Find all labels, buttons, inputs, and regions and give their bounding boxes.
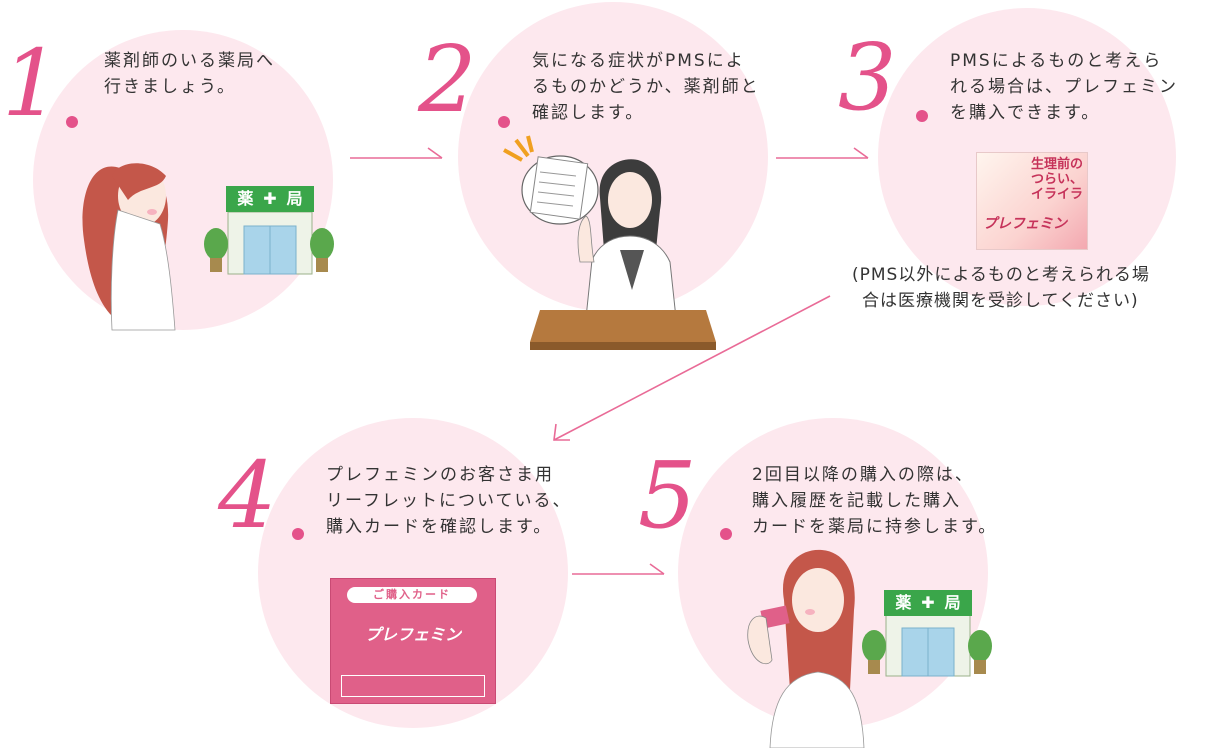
product-box-label: 生理前のつらい、イライラ [1030, 157, 1083, 202]
purchase-card-footer [341, 675, 485, 697]
step-4-text: プレフェミンのお客さま用リーフレットについている、購入カードを確認します。 [326, 465, 572, 537]
step-1-number: 1 [2, 30, 61, 137]
step-3-note: (PMS以外によるものと考えられる場合は医療機関を受診してください) [852, 265, 1150, 311]
step-4-number: 4 [218, 442, 277, 549]
speech-bubble-checklist [503, 135, 599, 225]
step-5-dot [720, 528, 732, 540]
pharmacy-building-1 [204, 211, 334, 275]
pharmacy-sign-5: 薬 ✚ 局 [884, 590, 972, 616]
woman-1-figure [82, 163, 176, 331]
desk [530, 310, 716, 350]
pharmacy-building-5 [862, 613, 992, 677]
step-5-number: 5 [638, 442, 697, 549]
purchase-card-brand: プレフェミン [365, 625, 462, 644]
purchase-card-header: ご購入カード [347, 587, 477, 603]
step-2-text: 気になる症状がPMSによるものかどうか、薬剤師と確認します。 [532, 51, 760, 123]
step-3-text: PMSによるものと考えられる場合は、プレフェミンを購入できます。 [950, 51, 1178, 123]
step-4-dot [292, 528, 304, 540]
product-box-image: 生理前のつらい、イライラ プレフェミン [976, 152, 1088, 250]
step-2-dot [498, 116, 510, 128]
step-3-number: 3 [838, 24, 897, 131]
step-2-number: 2 [418, 26, 477, 133]
purchase-card-image: ご購入カード プレフェミン [330, 578, 496, 704]
woman-5-figure [747, 549, 865, 748]
product-box-brand: プレフェミン [983, 216, 1067, 232]
pharmacy-sign-1: 薬 ✚ 局 [226, 186, 314, 212]
step-1-dot [66, 116, 78, 128]
step-1-text: 薬剤師のいる薬局へ行きましょう。 [104, 51, 275, 97]
step-1-circle [33, 30, 333, 330]
step-3-dot [916, 110, 928, 122]
pharmacist-figure [577, 159, 677, 319]
step-5-text: 2回目以降の購入の際は、購入履歴を記載した購入カードを薬局に持参します。 [752, 465, 998, 537]
